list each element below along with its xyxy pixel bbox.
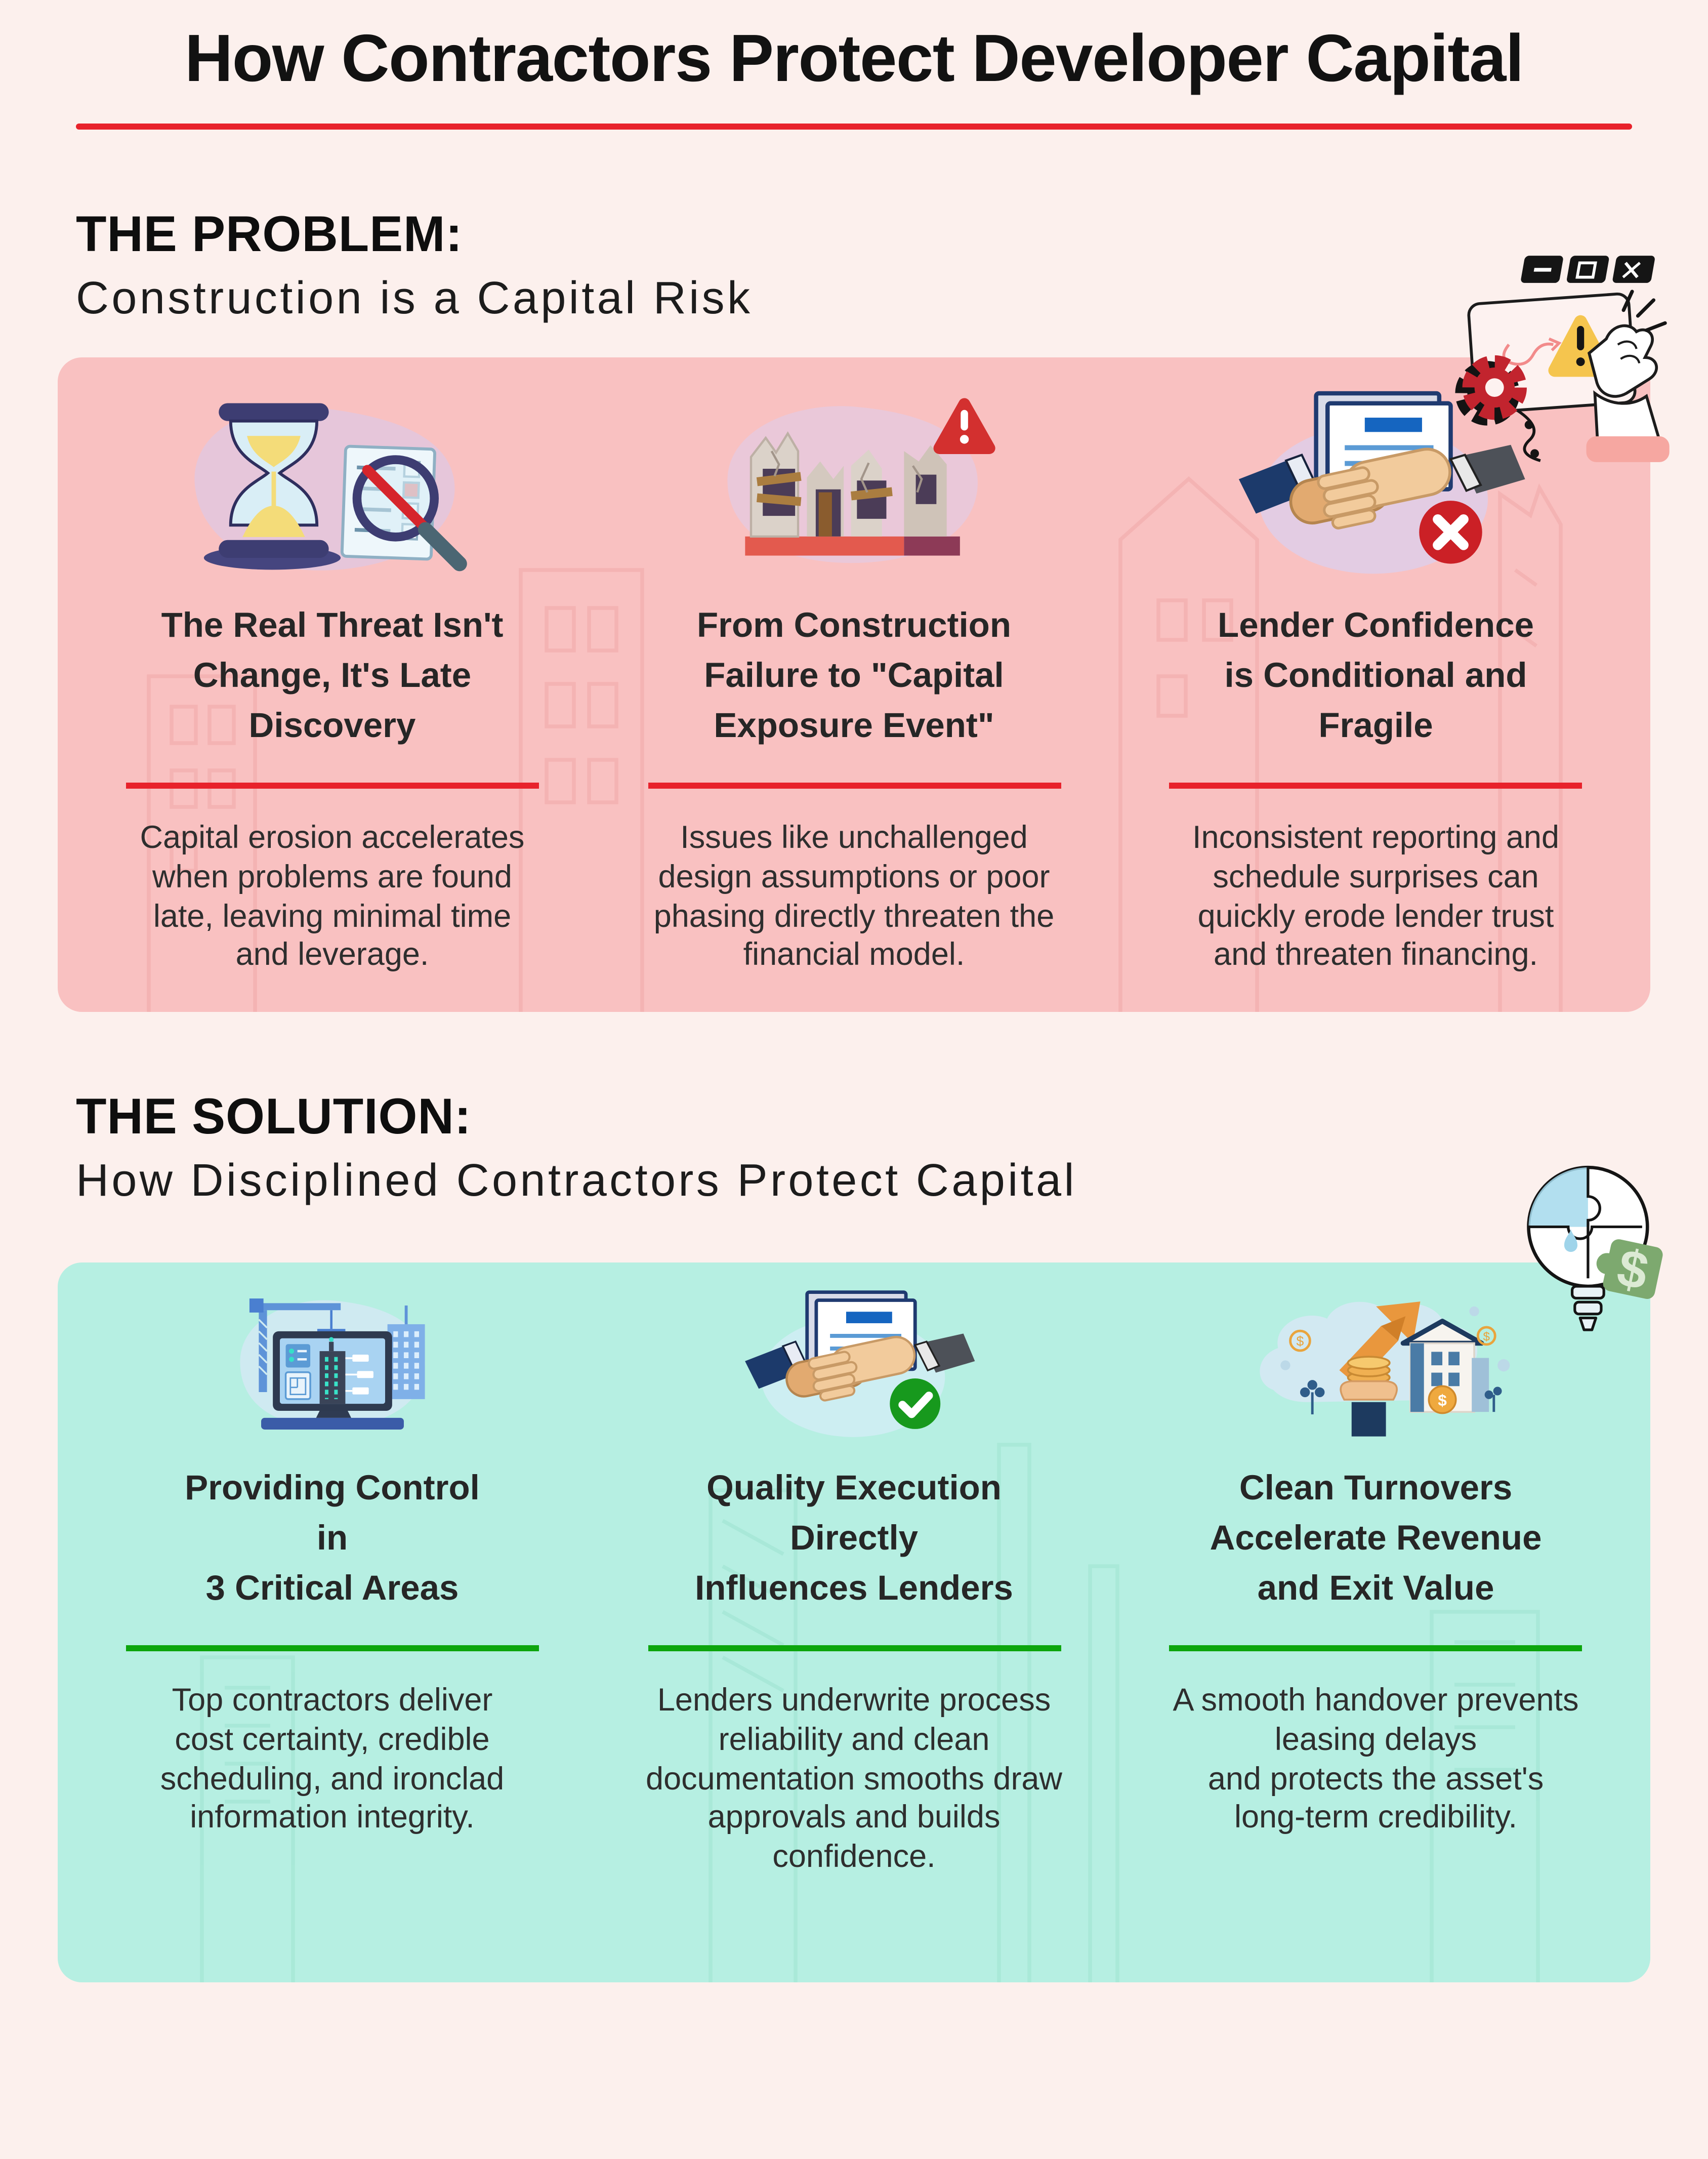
problem-panel: The Real Threat Isn't Change, It's Late … [58, 358, 1650, 1013]
ruined-building-warning-icon [727, 398, 995, 564]
solution-card-control: Providing Control in 3 Critical Areas To… [91, 1284, 573, 1962]
construction-dashboard-icon [239, 1299, 425, 1431]
problem-subtitle: Construction is a Capital Risk [76, 274, 753, 325]
card-icon-wrap [1135, 385, 1617, 586]
solution-panel: Providing Control in 3 Critical Areas To… [58, 1263, 1650, 1983]
svg-text:$: $ [1297, 1333, 1304, 1349]
card-body: Inconsistent reporting and schedule surp… [1192, 821, 1559, 973]
problem-card-capital-exposure: From Construction Failure to "Capital Ex… [613, 385, 1095, 985]
card-title: Providing Control in 3 Critical Areas [185, 1468, 480, 1607]
problem-header: THE PROBLEM: Construction is a Capital R… [76, 206, 1632, 326]
card-divider [126, 1646, 539, 1652]
puzzle-lightbulb-illustration: $ [1527, 1165, 1663, 1331]
card-title: Quality Execution Directly Influences Le… [695, 1468, 1013, 1607]
problem-label: THE PROBLEM: [76, 206, 463, 263]
card-divider [126, 783, 539, 790]
revenue-growth-icon: $ $ $ [1260, 1301, 1510, 1437]
card-icon-wrap [613, 1284, 1095, 1448]
card-body: Lenders underwrite process reliability a… [646, 1684, 1062, 1875]
card-divider [647, 783, 1061, 790]
card-icon-wrap [613, 385, 1095, 586]
handshake-approved-icon [744, 1291, 974, 1438]
card-body: Capital erosion accelerates when problem… [140, 821, 525, 973]
card-icon-wrap: $ $ $ [1135, 1284, 1617, 1448]
solution-header: THE SOLUTION: How Disciplined Contractor… [76, 1088, 1632, 1208]
handshake-rejected-icon [1239, 391, 1526, 575]
card-title: Lender Confidence is Conditional and Fra… [1218, 605, 1534, 745]
svg-text:$: $ [1483, 1330, 1490, 1343]
infographic-page: How Contractors Protect Developer Capita… [0, 22, 1708, 2159]
card-title: From Construction Failure to "Capital Ex… [697, 605, 1011, 745]
card-body: Top contractors deliver cost certainty, … [160, 1684, 505, 1836]
hourglass-late-discovery-icon [195, 403, 468, 572]
solution-subtitle: How Disciplined Contractors Protect Capi… [76, 1157, 1077, 1207]
title-underline [76, 124, 1632, 131]
card-title: The Real Threat Isn't Change, It's Late … [161, 605, 504, 745]
problem-card-late-discovery: The Real Threat Isn't Change, It's Late … [91, 385, 573, 985]
card-icon-wrap [91, 1284, 573, 1448]
card-divider [647, 1646, 1061, 1652]
problem-card-lender-confidence: Lender Confidence is Conditional and Fra… [1135, 385, 1617, 985]
svg-text:$: $ [1438, 1391, 1447, 1409]
card-title: Clean Turnovers Accelerate Revenue and E… [1210, 1468, 1542, 1607]
card-divider [1169, 1646, 1582, 1652]
system-warning-illustration [1455, 256, 1670, 462]
card-body: A smooth handover prevents leasing delay… [1173, 1684, 1579, 1836]
solution-card-quality: Quality Execution Directly Influences Le… [613, 1284, 1095, 1962]
card-body: Issues like unchallenged design assumpti… [653, 821, 1055, 973]
page-title: How Contractors Protect Developer Capita… [184, 22, 1524, 96]
solution-card-turnovers: $ $ $ Clean Turnovers Accelerate Revenue… [1135, 1284, 1617, 1962]
solution-label: THE SOLUTION: [76, 1088, 472, 1145]
card-icon-wrap [91, 385, 573, 586]
card-divider [1169, 783, 1582, 790]
